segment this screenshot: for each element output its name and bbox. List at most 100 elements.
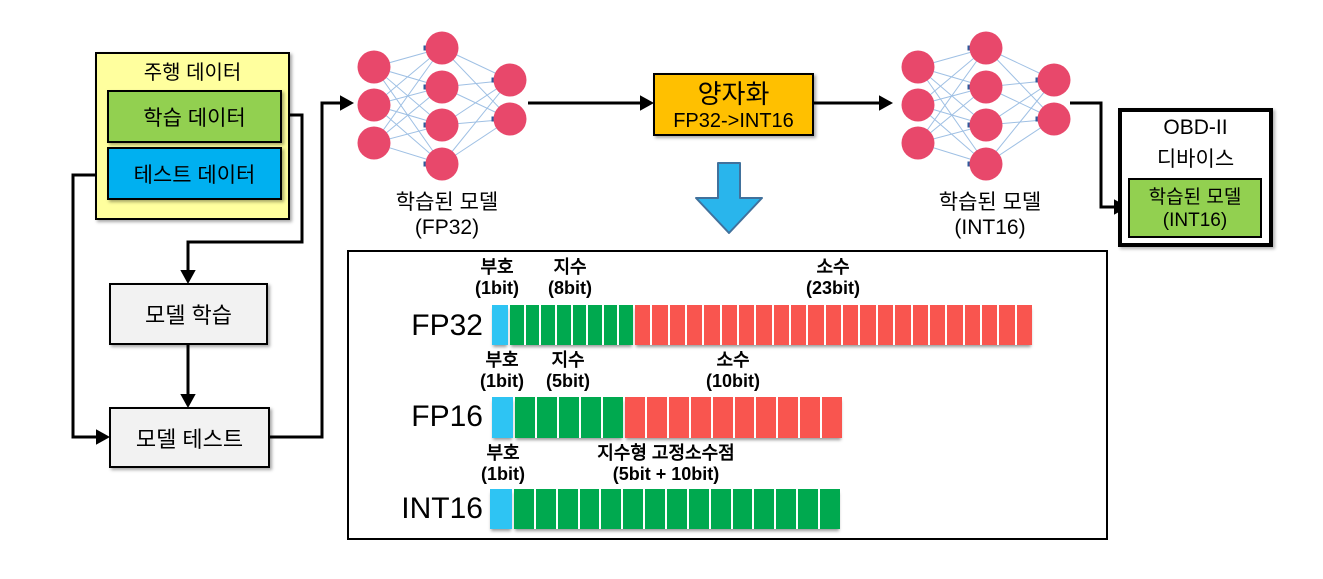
- bit-cell: [739, 305, 755, 345]
- trained-model-int16-sublabel: (INT16): [954, 216, 1026, 239]
- bit-cell: [556, 305, 571, 345]
- bit-field-label: 지수(5bit): [546, 350, 590, 391]
- bit-cell: [559, 397, 579, 438]
- driving-data-label: 주행 데이터: [143, 61, 242, 84]
- bit-cell: [877, 305, 894, 345]
- bit-cell: [588, 305, 602, 345]
- trained-model-fp32-sublabel: (FP32): [414, 216, 480, 239]
- bit-cell: [721, 305, 738, 345]
- bit-cell: [572, 305, 587, 345]
- quantization-subtitle: FP32->INT16: [673, 109, 794, 132]
- bit-cell: [603, 305, 618, 345]
- bit-cells-FP16: [625, 397, 843, 438]
- bit-cell: [646, 397, 667, 438]
- obd-model-sublabel: (INT16): [1162, 210, 1228, 231]
- bit-cells-FP16: [492, 397, 513, 438]
- bit-cell: [981, 305, 998, 345]
- bit-cell: [712, 397, 733, 438]
- bit-cell: [541, 305, 555, 345]
- bit-cell: [557, 489, 578, 529]
- bit-cell: [623, 489, 644, 529]
- training-data-box: 학습 데이터: [107, 90, 282, 143]
- bit-cell: [791, 305, 807, 345]
- bit-cell: [579, 489, 600, 529]
- bit-cell: [635, 305, 651, 345]
- bit-cell: [514, 489, 534, 529]
- bit-cell: [510, 305, 524, 345]
- trained-model-fp32-label: 학습된 모델: [395, 191, 499, 214]
- model-test-box: 모델 테스트: [109, 407, 270, 468]
- bit-cell: [625, 397, 645, 438]
- bit-cell: [619, 305, 633, 345]
- bit-cell: [492, 397, 513, 438]
- bit-field-label: 지수(8bit): [548, 257, 592, 298]
- bit-cell: [690, 397, 711, 438]
- bit-cell: [669, 305, 686, 345]
- bit-cell: [798, 489, 819, 529]
- bit-cell: [525, 305, 540, 345]
- bit-cell: [645, 489, 666, 529]
- bit-cells-FP32: [510, 305, 633, 345]
- bit-cell: [860, 305, 876, 345]
- bit-cell: [581, 397, 601, 438]
- bit-cell: [492, 305, 508, 345]
- bit-cell: [808, 305, 824, 345]
- bit-cell: [535, 489, 556, 529]
- bit-cell: [687, 305, 703, 345]
- bit-cell: [515, 397, 535, 438]
- bit-cell: [756, 305, 772, 345]
- bit-cell: [490, 489, 512, 529]
- bit-field-label: 부호(1bit): [480, 350, 524, 391]
- bit-cell: [773, 305, 790, 345]
- bit-cell: [756, 397, 777, 438]
- bit-cell: [776, 489, 797, 529]
- bit-cell: [734, 397, 755, 438]
- bit-cell: [667, 489, 687, 529]
- obd-device-subtitle: 디바이스: [1156, 148, 1235, 171]
- bit-cell: [1016, 305, 1032, 345]
- obd-device-title: OBD-II: [1163, 116, 1228, 139]
- obd-model-box: [1128, 178, 1262, 238]
- bit-cells-INT16: [514, 489, 840, 529]
- bit-field-label: 소수(23bit): [806, 257, 860, 298]
- bit-cell: [668, 397, 689, 438]
- obd-model-label: 학습된 모델: [1148, 186, 1242, 208]
- bit-row-name-INT16: INT16: [401, 492, 483, 525]
- bit-cell: [895, 305, 911, 345]
- bit-row-name-FP32: FP32: [411, 309, 483, 342]
- bit-field-label: 부호(1bit): [481, 443, 525, 484]
- bit-cell: [929, 305, 946, 345]
- bit-cell: [820, 489, 840, 529]
- bit-cell: [652, 305, 668, 345]
- bit-cell: [603, 397, 623, 438]
- bit-cell: [710, 489, 731, 529]
- bit-cells-FP32: [635, 305, 1032, 345]
- bit-field-label: 지수형 고정소수점(5bit + 10bit): [597, 443, 735, 484]
- bit-row-name-FP16: FP16: [411, 400, 483, 433]
- bit-cell: [688, 489, 709, 529]
- bit-cell: [732, 489, 753, 529]
- bit-cell: [912, 305, 928, 345]
- bit-cells-FP16: [515, 397, 623, 438]
- bit-cell: [843, 305, 859, 345]
- trained-model-int16-label: 학습된 모델: [938, 191, 1042, 214]
- bit-cell: [704, 305, 720, 345]
- bit-cells-INT16: [490, 489, 512, 529]
- bit-cell: [947, 305, 963, 345]
- bit-cell: [825, 305, 842, 345]
- bit-cell: [999, 305, 1015, 345]
- bit-cell: [822, 397, 843, 438]
- bit-cell: [601, 489, 622, 529]
- bit-field-label: 부호(1bit): [475, 257, 519, 298]
- bit-cell: [537, 397, 557, 438]
- quantization-box: [653, 73, 814, 136]
- bit-cell: [778, 397, 799, 438]
- quantization-title: 양자화: [697, 78, 770, 109]
- bit-cell: [800, 397, 821, 438]
- bit-cell: [964, 305, 980, 345]
- bit-cells-FP32: [492, 305, 508, 345]
- bit-cell: [754, 489, 775, 529]
- model-train-box: 모델 학습: [109, 283, 268, 345]
